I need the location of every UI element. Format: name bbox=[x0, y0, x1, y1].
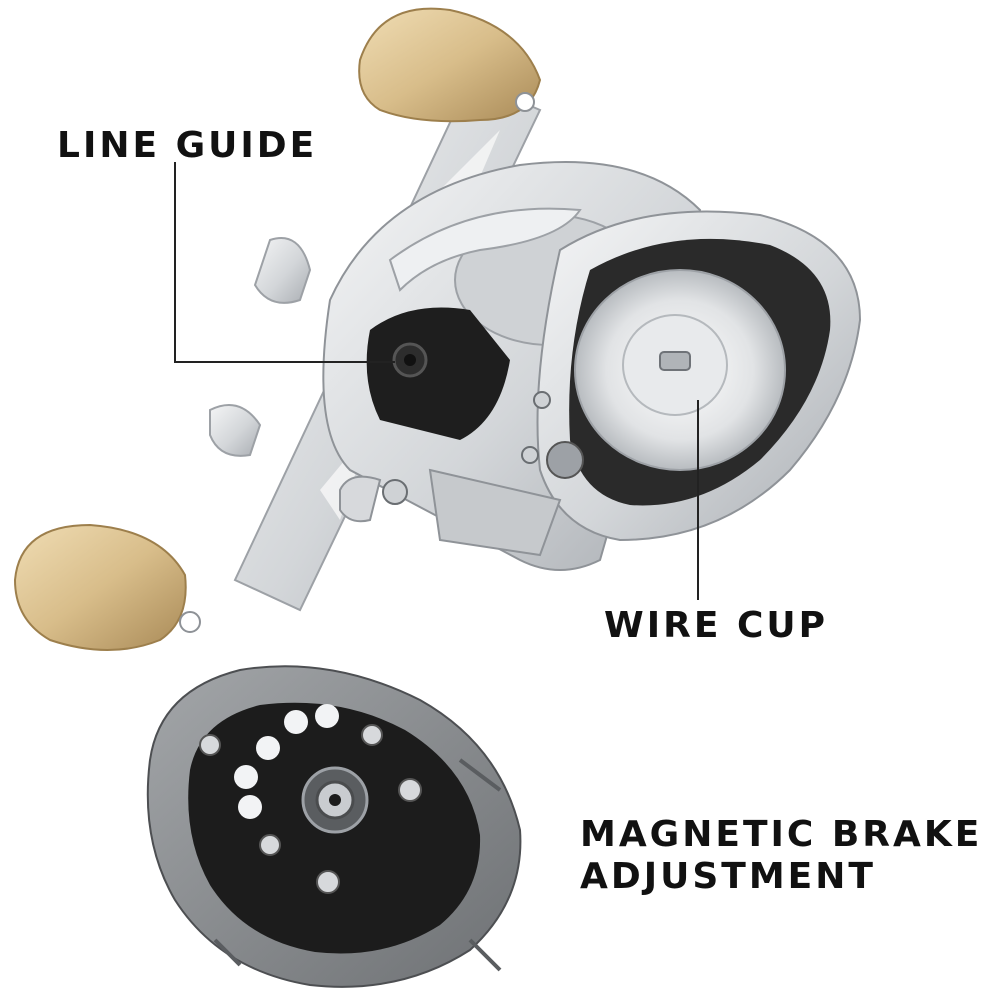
screw-icon bbox=[259, 834, 281, 856]
magnetic-brake-label-line1: MAGNETIC BRAKE bbox=[580, 814, 983, 855]
screw-icon bbox=[316, 870, 340, 894]
reel-body bbox=[13, 7, 862, 651]
magnet-dot bbox=[238, 795, 262, 819]
spool-shaft bbox=[659, 351, 691, 371]
line-guide-window bbox=[366, 307, 510, 440]
top-handle-knob bbox=[358, 7, 542, 123]
magnet-dot bbox=[284, 710, 308, 734]
wire-cup-label: WIRE CUP bbox=[604, 605, 828, 646]
brake-magnets bbox=[234, 704, 339, 819]
screw-icon bbox=[533, 391, 551, 409]
star-drag bbox=[253, 237, 312, 304]
magnet-dot bbox=[234, 765, 258, 789]
line-guide-leader bbox=[174, 162, 395, 363]
side-cover bbox=[146, 665, 522, 988]
screw-icon bbox=[521, 446, 539, 464]
bottom-handle-knob bbox=[13, 523, 187, 651]
line-guide-label: LINE GUIDE bbox=[57, 125, 318, 166]
gear-icon bbox=[546, 441, 584, 479]
screw-icon bbox=[398, 778, 422, 802]
magnet-dot bbox=[256, 736, 280, 760]
knob-screw-icon bbox=[515, 92, 535, 112]
leader-lines bbox=[174, 162, 699, 600]
knob-screw-icon bbox=[179, 611, 201, 633]
magnet-dot bbox=[315, 704, 339, 728]
magnetic-brake-label-line2: ADJUSTMENT bbox=[580, 856, 876, 897]
screw-icon bbox=[382, 479, 408, 505]
screw-icon bbox=[199, 734, 221, 756]
magnetic-brake-label: MAGNETIC BRAKE ADJUSTMENT bbox=[580, 814, 982, 898]
screw-icon bbox=[361, 724, 383, 746]
